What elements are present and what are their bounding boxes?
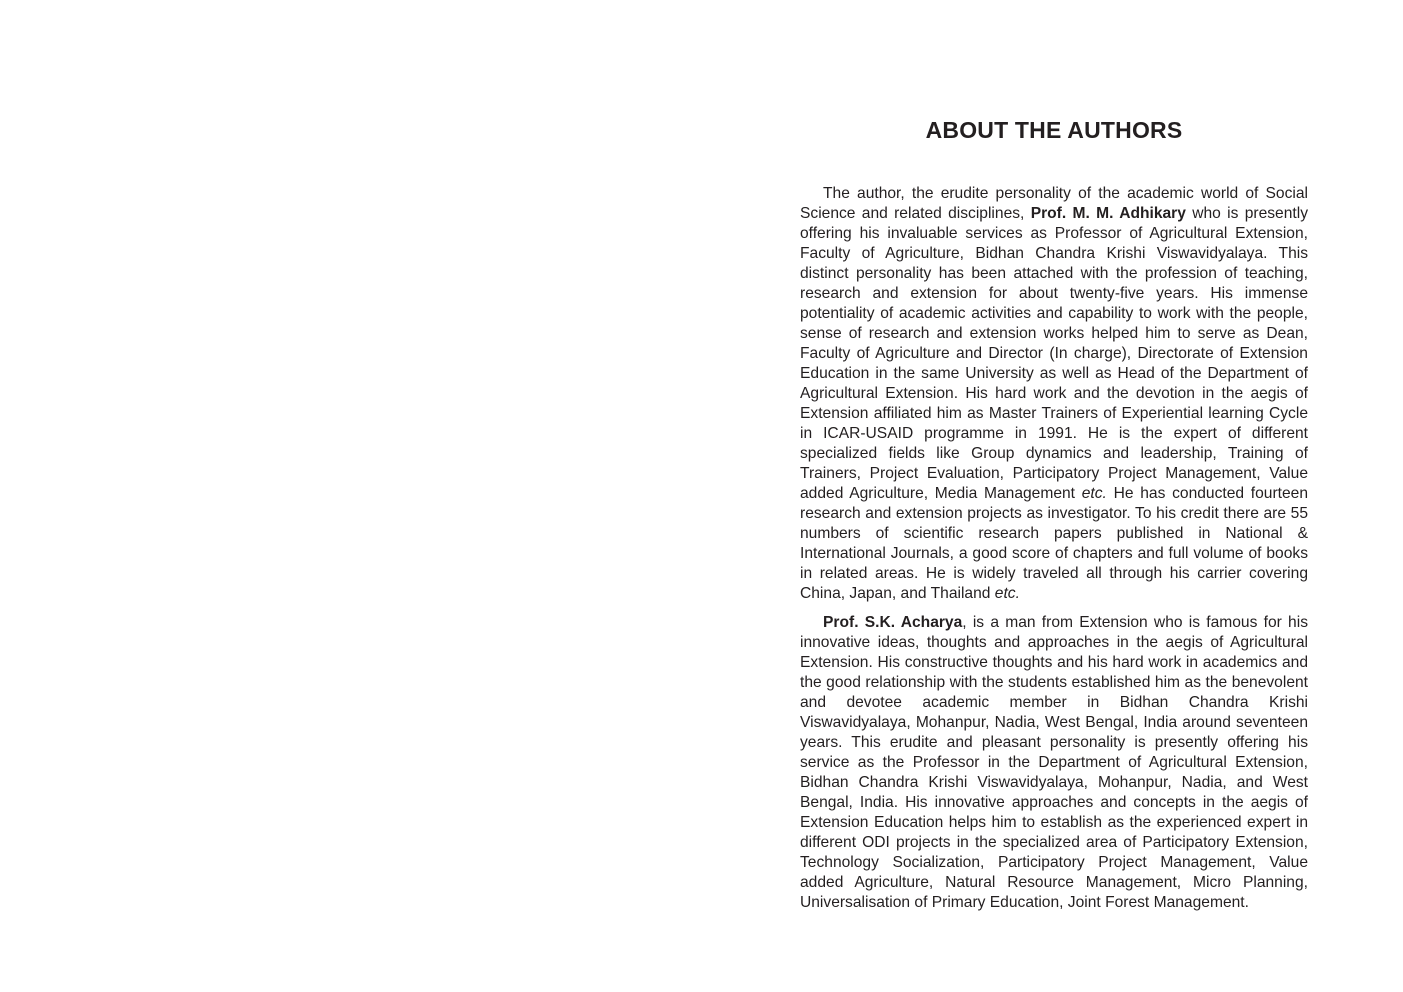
etc-italic: etc. [994, 585, 1020, 602]
blank-left-page [0, 0, 700, 992]
bio-body-text: , is a man from Extension who is famous … [800, 614, 1308, 911]
author-name-acharya: Prof. S.K. Acharya [823, 614, 963, 631]
author-bio-acharya: Prof. S.K. Acharya, is a man from Extens… [800, 613, 1308, 913]
right-page: ABOUT THE AUTHORS The author, the erudit… [800, 0, 1308, 992]
bio-body-text: who is presently offering his invaluable… [800, 205, 1309, 502]
author-name-adhikary: Prof. M. M. Adhikary [1030, 205, 1186, 222]
bio-lead-text: The author, the erudite personality of t… [800, 185, 1308, 222]
page-heading: ABOUT THE AUTHORS [925, 117, 1183, 143]
bio-body-text: He has conducted fourteen research and e… [800, 485, 1308, 602]
etc-italic: etc. [1081, 485, 1107, 502]
author-bio-adhikary: The author, the erudite personality of t… [800, 184, 1308, 604]
